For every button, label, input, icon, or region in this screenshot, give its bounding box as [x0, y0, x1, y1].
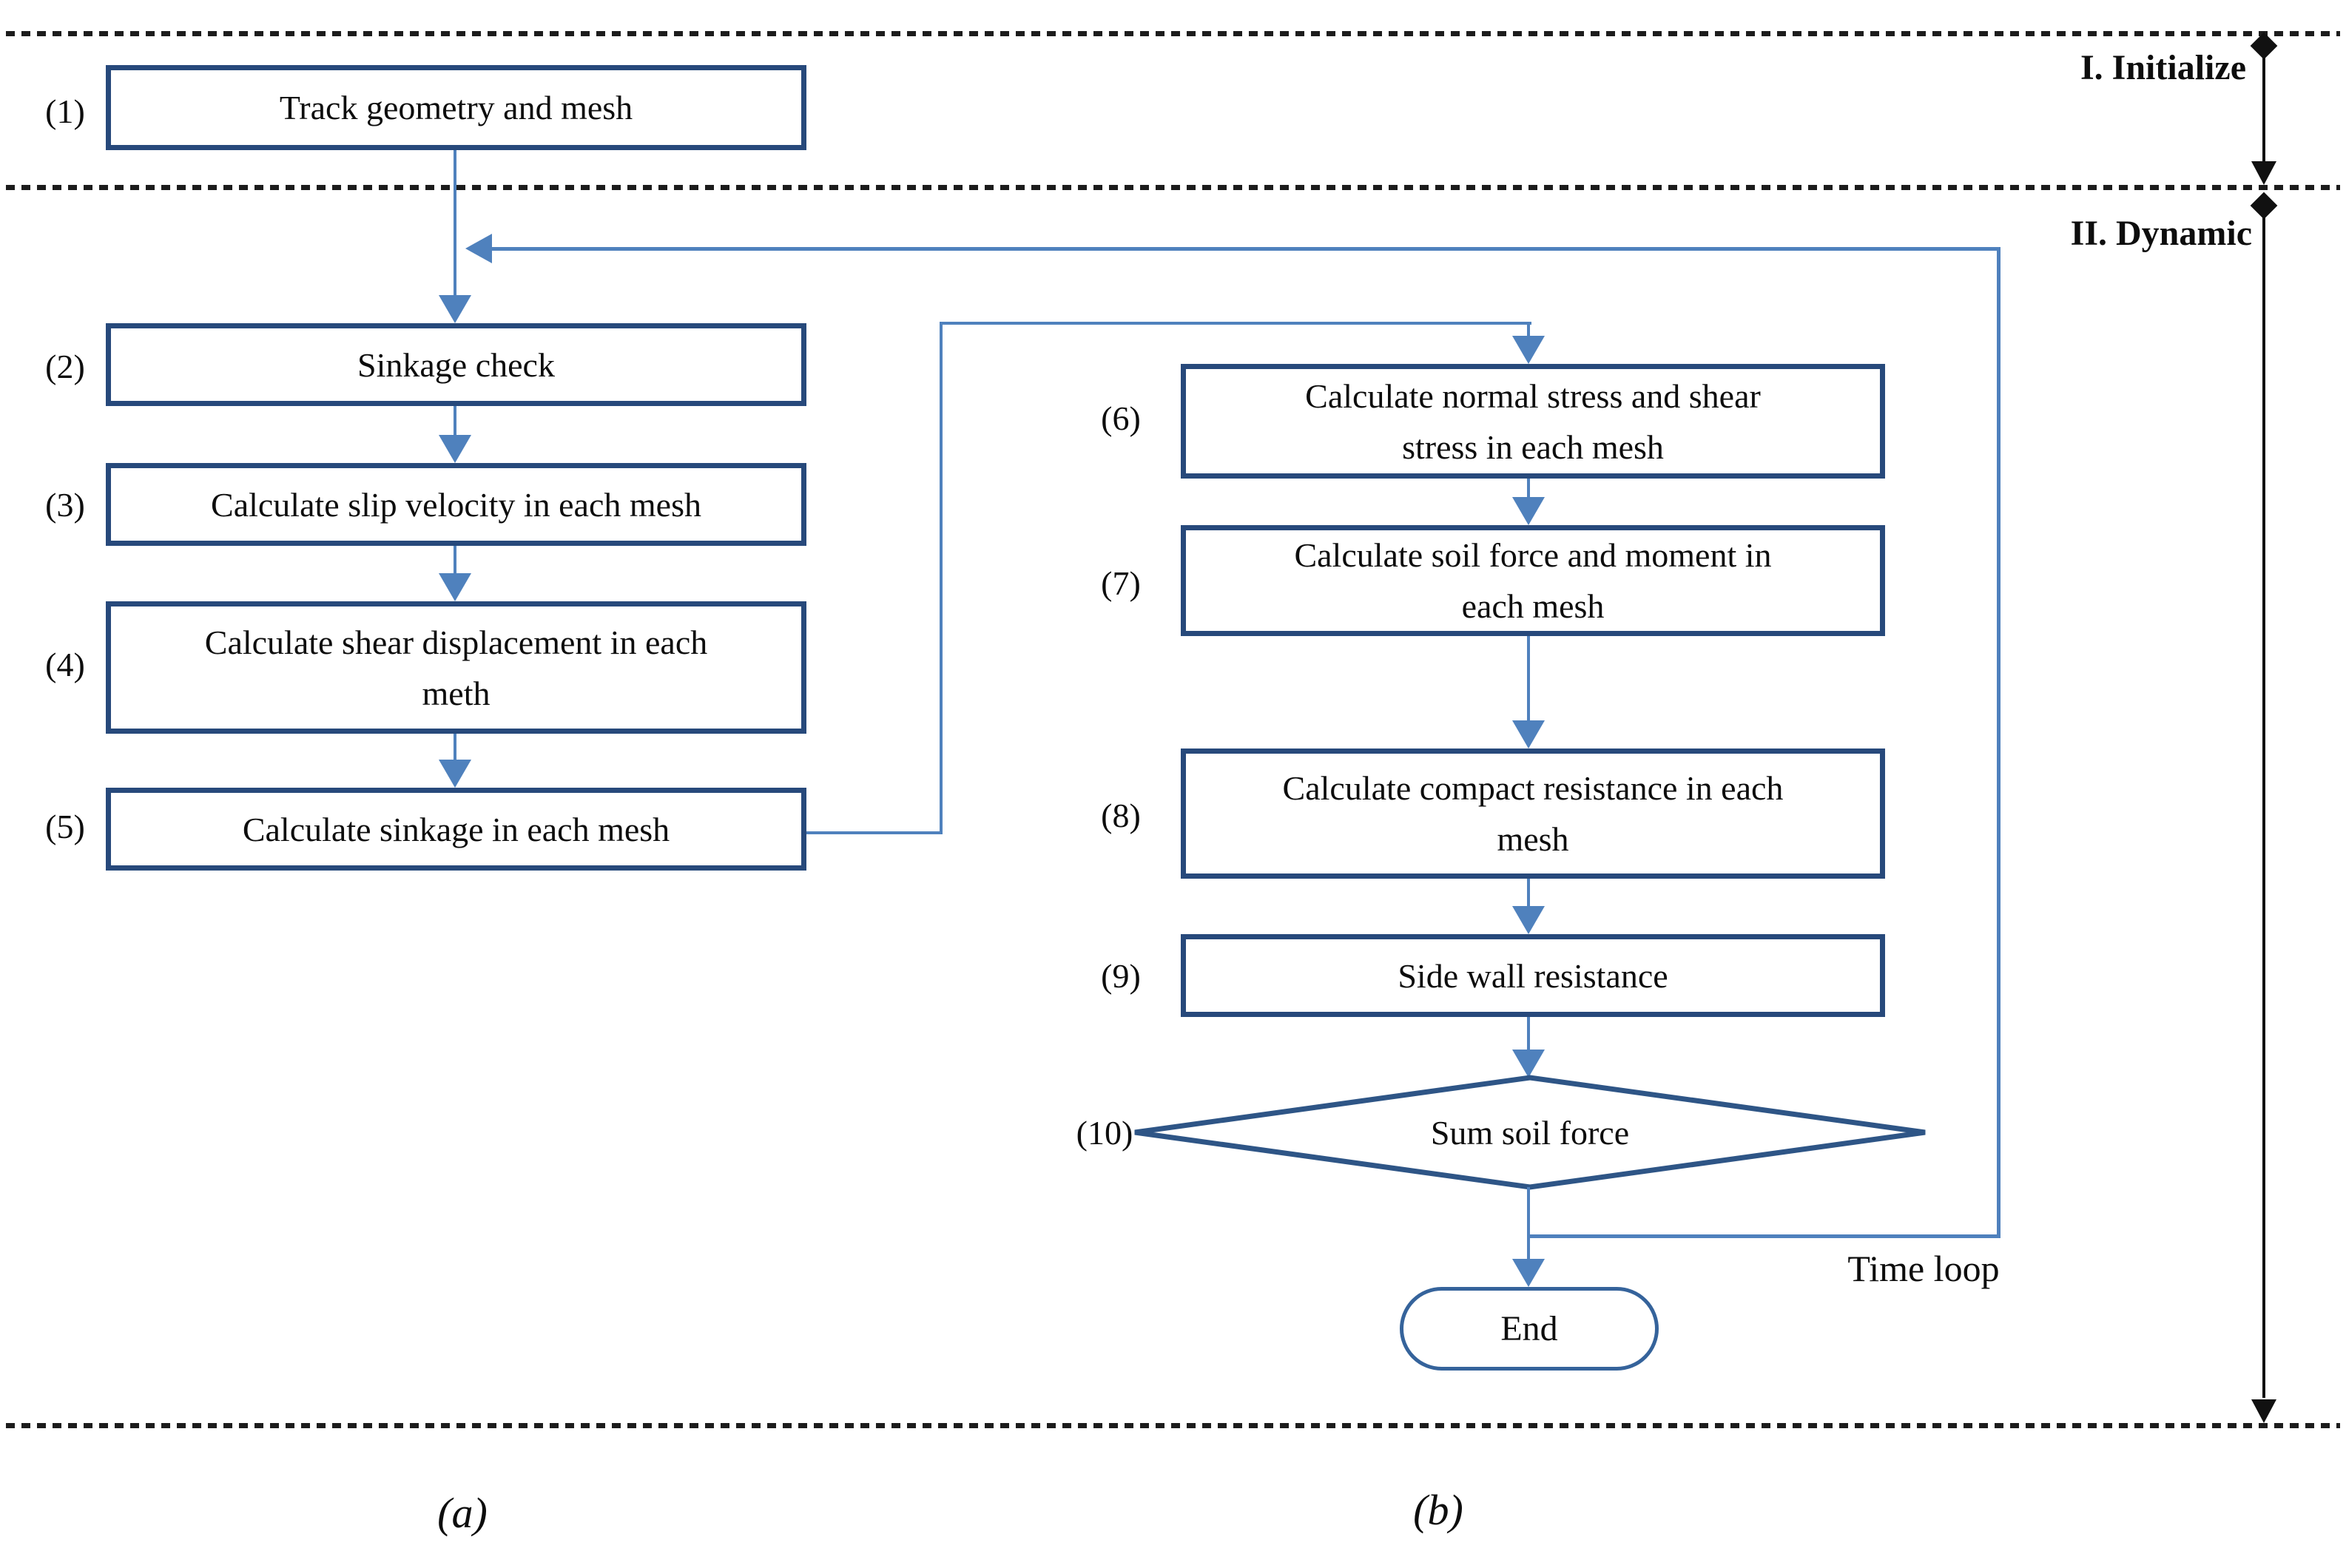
connector-8-9-arrowhead [1512, 906, 1545, 934]
step-box-normal-shear-stress: Calculate normal stress and shear stress… [1181, 364, 1885, 479]
time-loop-branch-line [1528, 1234, 2000, 1238]
connector-3-4-line [454, 546, 456, 574]
time-loop-up-line [1997, 249, 2000, 1238]
connector-6-7-arrowhead [1512, 497, 1545, 525]
connector-5-6-segment-up [940, 323, 943, 834]
step-number-4: (4) [45, 646, 85, 683]
step-box-side-wall-resistance: Side wall resistance [1181, 934, 1885, 1017]
step-box-compact-resistance: Calculate compact resistance in each mes… [1181, 748, 1885, 879]
step-box-normal-shear-stress-label: Calculate normal stress and shear stress… [1305, 376, 1761, 466]
step-box-sinkage-check: Sinkage check [106, 323, 806, 406]
step-box-calc-sinkage: Calculate sinkage in each mesh [106, 788, 806, 871]
step-box-soil-force-moment: Calculate soil force and moment in each … [1181, 525, 1885, 636]
step-number-3: (3) [45, 486, 85, 524]
connector-7-8-line [1527, 636, 1530, 721]
end-node: End [1400, 1287, 1659, 1371]
time-loop-return-line [481, 247, 2000, 251]
step-number-1: (1) [45, 92, 85, 130]
step-box-shear-displacement-label: Calculate shear displacement in each met… [204, 623, 708, 712]
connector-9-10-line [1527, 1017, 1530, 1050]
step-box-slip-velocity: Calculate slip velocity in each mesh [106, 463, 806, 546]
step-number-8: (8) [1101, 797, 1141, 834]
section-divider-bottom [6, 1423, 2340, 1428]
step-number-2: (2) [45, 348, 85, 385]
connector-5-6-segment-down [1527, 322, 1530, 338]
connector-2-3-arrowhead [439, 435, 471, 463]
section-label-initialize: I. Initialize [2080, 48, 2246, 87]
step-number-9: (9) [1101, 957, 1141, 995]
connector-5-6-segment-across [940, 322, 1531, 325]
section-label-dynamic: II. Dynamic [2070, 214, 2252, 253]
section-divider-middle [6, 185, 2340, 190]
step-box-sinkage-check-label: Sinkage check [357, 345, 555, 384]
time-loop-label: Time loop [1847, 1248, 2000, 1289]
section-divider-top [6, 31, 2340, 36]
section2-marker-line [2262, 212, 2265, 1398]
connector-4-5-arrowhead [439, 760, 471, 788]
end-node-label: End [1500, 1309, 1558, 1348]
connector-5-6-segment-right [806, 831, 943, 834]
step-box-track-geometry-label: Track geometry and mesh [279, 89, 633, 126]
connector-10-end-arrowhead [1512, 1259, 1545, 1287]
decision-diamond-label: Sum soil force [1430, 1113, 1630, 1152]
step-box-track-geometry: Track geometry and mesh [106, 65, 806, 150]
connector-5-6-arrowhead [1512, 336, 1545, 364]
caption-a: (a) [437, 1489, 488, 1537]
section2-marker-arrow [2251, 1399, 2276, 1423]
step-number-6: (6) [1101, 399, 1141, 437]
time-loop-arrowhead [465, 234, 492, 263]
section1-marker-arrow [2251, 161, 2276, 185]
step-box-soil-force-moment-label: Calculate soil force and moment in each … [1294, 536, 1772, 625]
connector-4-5-line [454, 734, 456, 760]
connector-9-10-arrowhead [1512, 1050, 1545, 1078]
step-box-slip-velocity-label: Calculate slip velocity in each mesh [211, 485, 701, 524]
connector-2-3-line [454, 406, 456, 436]
decision-diamond-sum-soil-force [1134, 1075, 1926, 1190]
connector-7-8-arrowhead [1512, 720, 1545, 748]
connector-8-9-line [1527, 879, 1530, 907]
section1-marker-line [2262, 52, 2265, 161]
connector-6-7-line [1527, 479, 1530, 498]
connector-1-2-arrowhead [439, 295, 471, 323]
connector-3-4-arrowhead [439, 573, 471, 601]
caption-b: (b) [1413, 1486, 1463, 1534]
step-number-7: (7) [1101, 564, 1141, 602]
step-number-5: (5) [45, 808, 85, 845]
step-box-calc-sinkage-label: Calculate sinkage in each mesh [242, 810, 670, 848]
connector-1-2-line [454, 150, 456, 298]
step-box-side-wall-resistance-label: Side wall resistance [1398, 956, 1668, 995]
step-box-compact-resistance-label: Calculate compact resistance in each mes… [1282, 769, 1784, 858]
connector-10-end-line [1527, 1187, 1530, 1262]
step-number-10: (10) [1076, 1114, 1133, 1152]
step-box-shear-displacement: Calculate shear displacement in each met… [106, 601, 806, 734]
